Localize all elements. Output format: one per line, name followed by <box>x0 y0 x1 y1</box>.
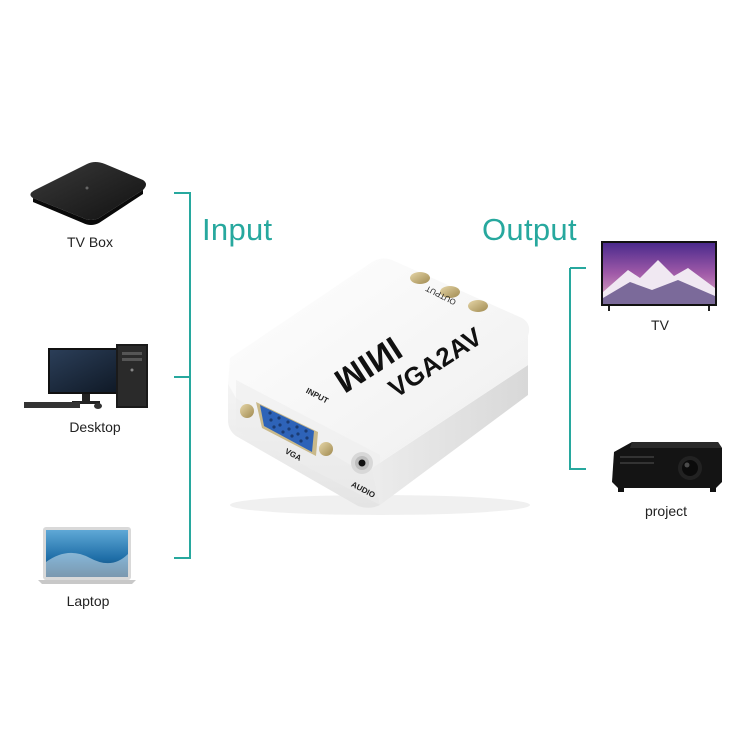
adapter-audio-label: AUDIO <box>350 480 377 500</box>
adapter-output-label: OUTPUT <box>424 284 457 307</box>
tv-icon <box>601 241 717 311</box>
device-label-projector: project <box>644 503 688 519</box>
device-label-tv-box: TV Box <box>67 234 113 250</box>
projector-icon <box>612 442 722 492</box>
input-heading: Input <box>202 212 273 247</box>
laptop-icon <box>38 527 136 584</box>
adapter-model: VGA2AV <box>383 321 488 404</box>
vga-port <box>240 402 333 456</box>
adapter-vga-label: VGA <box>283 447 303 463</box>
device-label-laptop: Laptop <box>66 593 110 609</box>
output-heading: Output <box>482 212 577 247</box>
desktop-icon <box>24 344 148 409</box>
device-label-desktop: Desktop <box>69 419 121 435</box>
device-label-tv: TV <box>651 317 669 333</box>
output-rca-ports <box>410 272 488 312</box>
tv-box-icon <box>30 162 146 225</box>
adapter-brand: MINI <box>328 329 409 400</box>
audio-jack <box>351 452 373 474</box>
adapter-input-label: INPUT <box>304 386 330 405</box>
